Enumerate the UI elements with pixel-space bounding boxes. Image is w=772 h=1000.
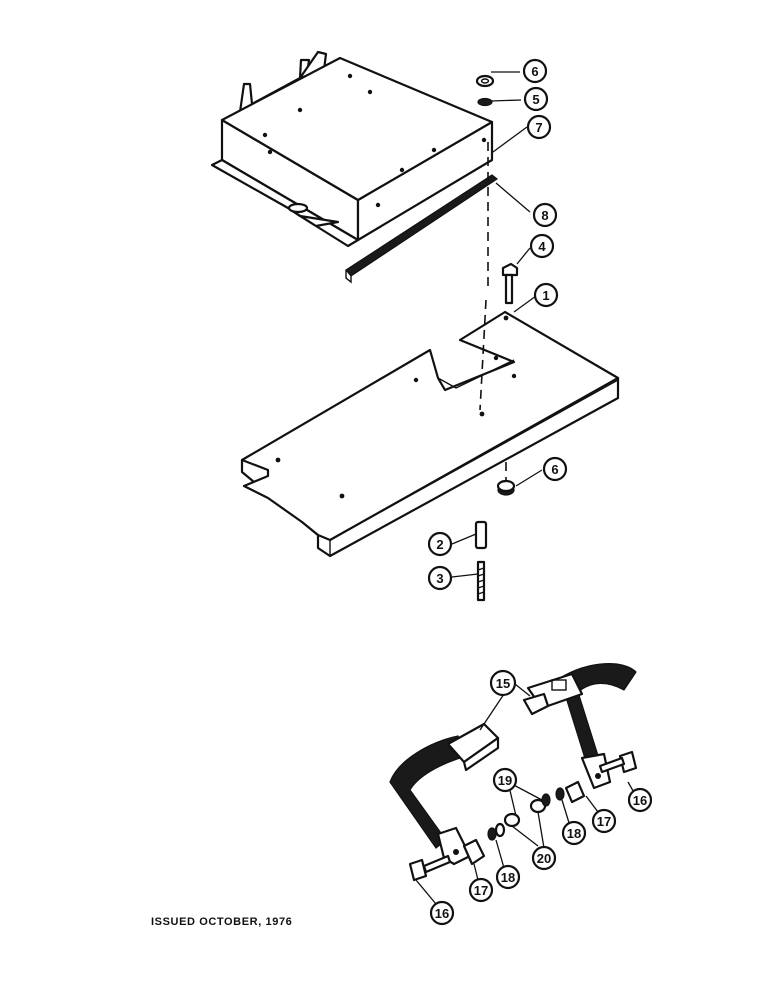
svg-text:20: 20: [537, 851, 551, 866]
svg-text:7: 7: [535, 120, 542, 135]
issued-date-label: ISSUED OCTOBER, 1976: [151, 916, 293, 928]
svg-text:17: 17: [474, 883, 488, 898]
callout-1: 1: [533, 282, 559, 308]
trim-strip: [345, 174, 499, 284]
callout-15: 15: [489, 669, 517, 697]
svg-text:2: 2: [436, 537, 443, 552]
callout-6-top: 6: [522, 58, 548, 84]
assembly-axis-lower: [479, 299, 487, 411]
svg-text:6: 6: [531, 64, 538, 79]
floor-plate: [240, 310, 620, 558]
mounting-bolt: [501, 262, 519, 305]
svg-text:1: 1: [542, 288, 549, 303]
callout-8: 8: [532, 202, 558, 228]
svg-text:16: 16: [435, 906, 449, 921]
seat-mounting-bracket: [210, 50, 494, 248]
svg-text:19: 19: [498, 773, 512, 788]
svg-text:8: 8: [541, 208, 548, 223]
callout-19: 19: [492, 767, 518, 793]
callout-20: 20: [531, 845, 557, 871]
callout-3: 3: [427, 565, 453, 591]
spacer-tube: [474, 520, 488, 550]
callout-18-left: 18: [495, 864, 521, 890]
svg-text:4: 4: [538, 239, 546, 254]
svg-text:16: 16: [633, 793, 647, 808]
callout-4: 4: [529, 233, 555, 259]
callout-17-left: 17: [468, 877, 494, 903]
threaded-stud: [476, 560, 486, 602]
svg-text:5: 5: [532, 92, 539, 107]
callout-16-left: 16: [429, 900, 455, 926]
svg-text:3: 3: [436, 571, 443, 586]
svg-text:18: 18: [501, 870, 515, 885]
callout-17-right: 17: [591, 808, 617, 834]
svg-text:18: 18: [567, 826, 581, 841]
callout-7: 7: [526, 114, 552, 140]
callout-6-bottom: 6: [542, 456, 568, 482]
svg-text:15: 15: [496, 676, 510, 691]
svg-text:6: 6: [551, 462, 558, 477]
leader-lines: [415, 71, 637, 905]
nut-and-washer: [475, 74, 495, 107]
seat-belt-assembly: [389, 663, 638, 882]
svg-text:17: 17: [597, 814, 611, 829]
callout-18-right: 18: [561, 820, 587, 846]
lower-nut: [496, 479, 516, 496]
callout-5: 5: [523, 86, 549, 112]
callout-2: 2: [427, 531, 453, 557]
callout-16-right: 16: [627, 787, 653, 813]
